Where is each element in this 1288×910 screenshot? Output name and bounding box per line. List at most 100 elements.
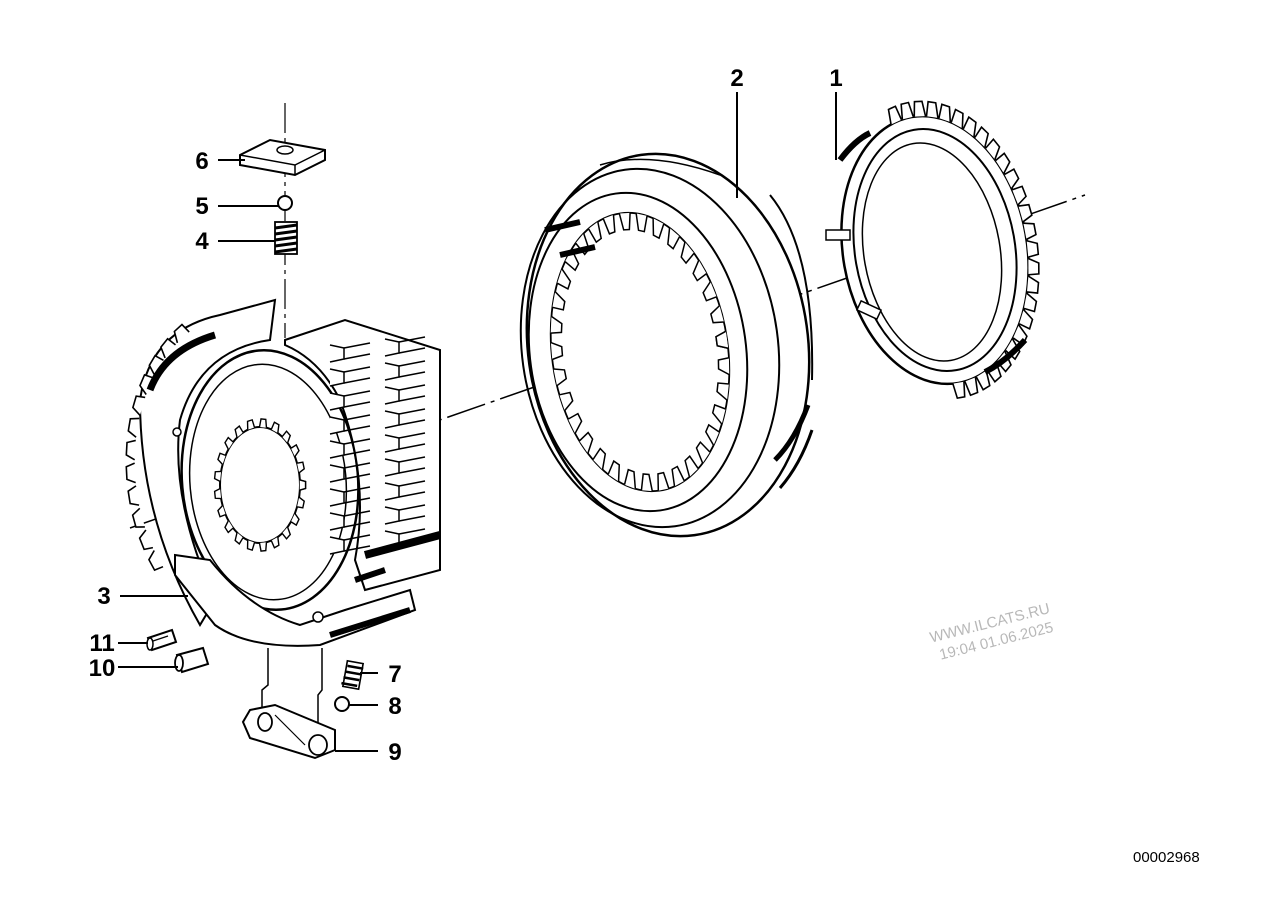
tooth <box>964 377 979 397</box>
callout-4[interactable]: 4 <box>195 228 209 255</box>
callout-3[interactable]: 3 <box>97 583 110 610</box>
tooth <box>384 458 400 477</box>
tooth <box>125 439 136 461</box>
tooth-edge <box>343 510 371 528</box>
tooth <box>985 138 1001 160</box>
tooth <box>1028 257 1040 276</box>
synchronizer-ring-part-1[interactable] <box>821 100 1049 400</box>
tooth <box>224 436 234 450</box>
tooth <box>692 259 707 282</box>
tooth <box>952 381 966 400</box>
tooth-edge <box>343 438 371 456</box>
tooth <box>296 461 305 474</box>
tooth-edge <box>343 534 371 552</box>
tooth <box>246 418 256 430</box>
callout-6[interactable]: 6 <box>195 148 208 175</box>
watermark: WWW.ILCATS.RU 19:04 01.06.2025 <box>928 600 1055 663</box>
hub-outer-teeth <box>329 336 426 555</box>
ball-part-5[interactable] <box>277 195 293 211</box>
roller-part-10[interactable] <box>174 646 210 674</box>
callout-5[interactable]: 5 <box>195 193 208 220</box>
tooth <box>900 101 915 120</box>
tooth-edge <box>343 366 371 384</box>
tooth <box>652 218 665 240</box>
tooth <box>329 344 345 363</box>
tooth <box>925 100 939 119</box>
tooth <box>550 315 563 334</box>
tooth <box>559 391 574 412</box>
tooth <box>671 465 685 487</box>
tooth-edge <box>398 456 426 474</box>
tooth <box>974 125 990 148</box>
tooth <box>1018 309 1034 331</box>
pin-part-11[interactable] <box>146 628 178 652</box>
tooth <box>384 338 400 357</box>
callout-label: 2 <box>730 65 743 92</box>
tooth-edge <box>343 486 371 504</box>
tooth <box>567 412 583 434</box>
callout-label: 1 <box>829 65 842 92</box>
leader-lines <box>118 92 837 752</box>
tooth <box>296 496 305 509</box>
tooth <box>887 105 903 125</box>
callout-2[interactable]: 2 <box>730 65 743 92</box>
tooth <box>950 108 964 129</box>
tooth <box>127 417 140 438</box>
tooth-edge <box>398 504 426 522</box>
callout-8[interactable]: 8 <box>388 693 401 720</box>
tooth <box>578 431 594 454</box>
tooth <box>290 512 300 527</box>
tooth <box>618 212 631 231</box>
tooth <box>290 443 300 458</box>
spring-part-4[interactable] <box>274 221 298 255</box>
sliding-sleeve-part-2[interactable] <box>498 135 833 554</box>
thrust-plate-part-6[interactable] <box>239 138 326 177</box>
tooth-edge <box>398 480 426 498</box>
tooth <box>258 542 268 552</box>
tooth <box>1011 185 1027 206</box>
callout-10[interactable]: 10 <box>89 655 116 682</box>
tooth <box>938 103 952 123</box>
callout-label: 9 <box>388 739 401 766</box>
tooth-edge <box>343 390 371 408</box>
tooth <box>1026 239 1040 258</box>
tooth <box>717 357 730 376</box>
tooth <box>384 434 400 453</box>
tooth <box>684 455 699 478</box>
tooth <box>299 479 307 491</box>
tooth-edge <box>398 432 426 450</box>
tooth <box>962 115 977 137</box>
callout-label: 8 <box>388 693 401 720</box>
tooth <box>716 382 729 401</box>
tooth <box>1023 292 1038 313</box>
tooth <box>281 526 292 540</box>
tooth <box>148 354 164 376</box>
tooth <box>281 430 292 444</box>
tooth <box>715 330 729 349</box>
tooth <box>1018 203 1033 223</box>
tooth <box>552 291 566 311</box>
tooth <box>329 416 345 435</box>
tooth <box>587 221 603 244</box>
tooth <box>217 452 226 465</box>
tooth <box>173 323 190 344</box>
tooth <box>635 213 648 233</box>
hub-flange-teeth <box>125 323 190 572</box>
synchronizer-ring-teeth <box>887 100 1040 400</box>
callout-9[interactable]: 9 <box>388 739 401 766</box>
tooth-edge <box>343 342 371 360</box>
synchronizer-hub-part-3[interactable] <box>125 298 442 647</box>
callout-11[interactable]: 11 <box>89 630 114 657</box>
ball-part-8[interactable] <box>334 696 350 712</box>
spring-part-7[interactable] <box>341 659 365 691</box>
shift-piece-part-9[interactable] <box>241 648 336 760</box>
callout-label: 5 <box>195 193 208 220</box>
callout-label: 4 <box>195 228 209 255</box>
tooth <box>139 373 154 395</box>
tooth <box>384 506 400 525</box>
callout-7[interactable]: 7 <box>388 661 401 688</box>
tooth-edge <box>398 336 426 354</box>
callout-1[interactable]: 1 <box>829 65 842 92</box>
tooth <box>329 440 345 459</box>
